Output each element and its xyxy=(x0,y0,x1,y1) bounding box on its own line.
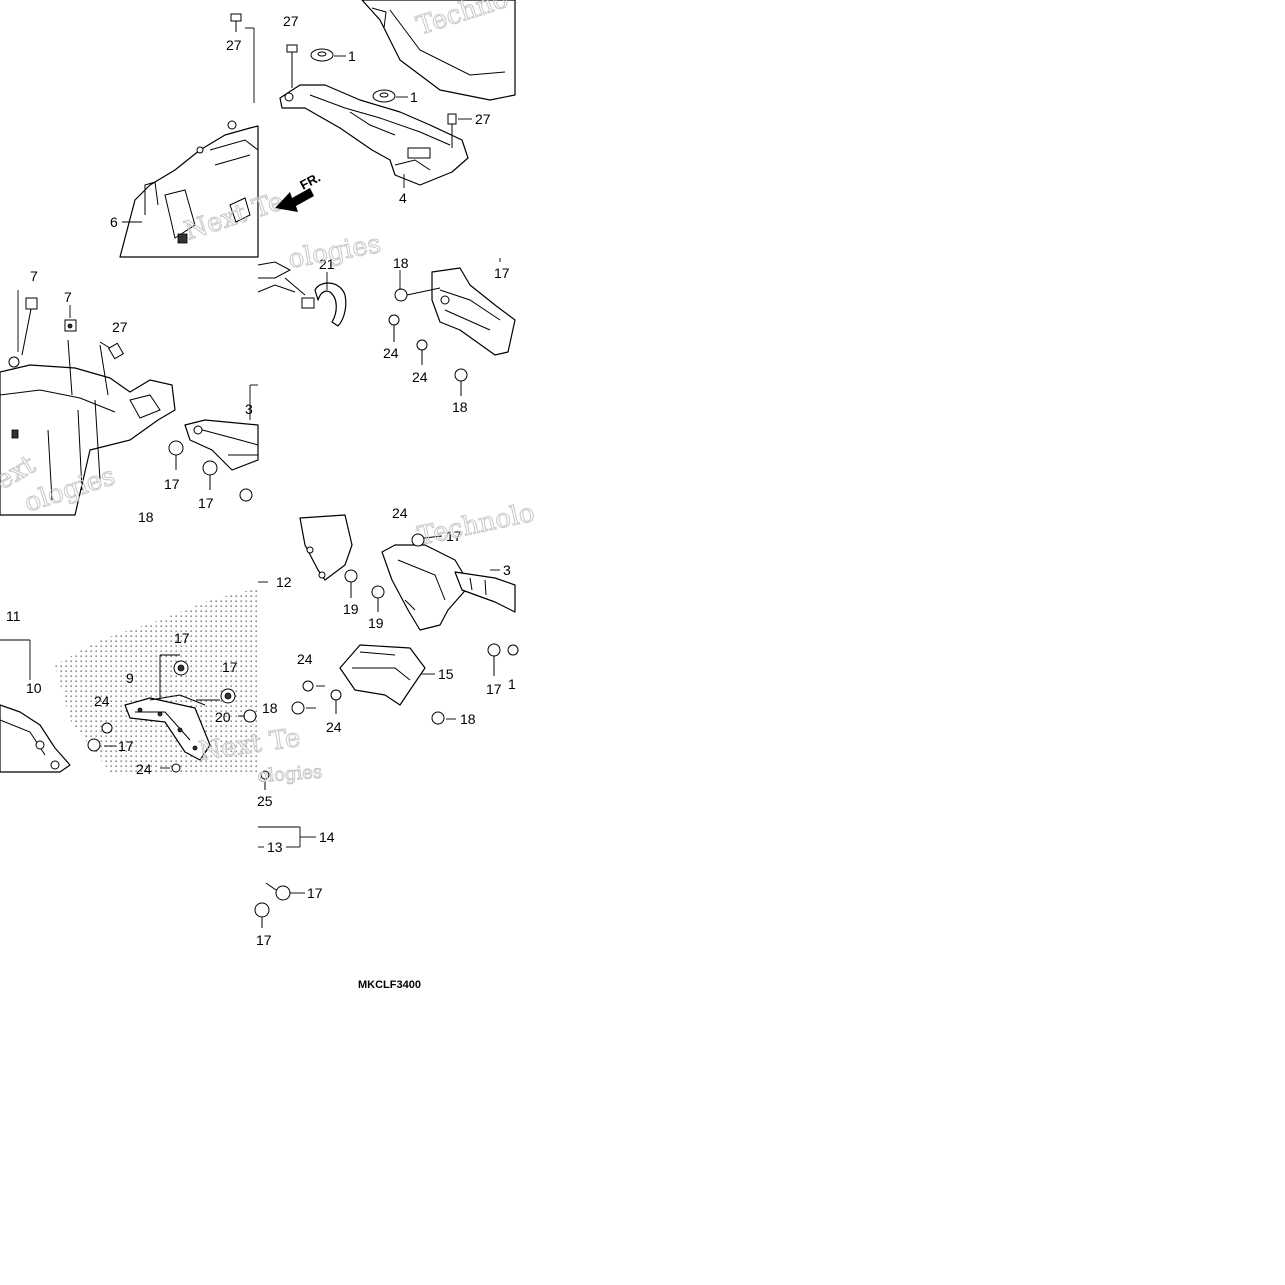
callout-24g: 24 xyxy=(326,719,342,735)
callout-18a: 18 xyxy=(393,255,409,271)
bolt-19b xyxy=(371,585,385,612)
rear-fender-10 xyxy=(0,704,71,773)
band-21 xyxy=(301,282,347,327)
callout-18b: 18 xyxy=(452,399,468,415)
callout-10: 10 xyxy=(26,680,42,696)
callout-24b: 24 xyxy=(412,369,428,385)
callout-18e: 18 xyxy=(460,711,476,727)
callout-27d: 27 xyxy=(112,319,128,335)
callout-19b: 19 xyxy=(368,615,384,631)
bolt-18-bc-b xyxy=(431,711,445,725)
callout-17i: 17 xyxy=(307,885,323,901)
callout-3b: 3 xyxy=(503,562,511,578)
bolt-17-bl-b xyxy=(220,688,236,704)
bolt-24-bc-b xyxy=(330,689,342,714)
callout-7a: 7 xyxy=(30,268,38,284)
callout-11: 11 xyxy=(6,608,21,624)
watermark-text: ologies xyxy=(257,762,323,787)
frame-bracket-4 xyxy=(279,84,469,186)
bolt-24-bl xyxy=(101,722,113,734)
callout-18d: 18 xyxy=(262,700,278,716)
callout-1c: 1 xyxy=(508,676,516,692)
bolt-24-bl-b xyxy=(171,763,181,773)
callout-4: 4 xyxy=(399,190,407,206)
callout-9: 9 xyxy=(126,670,134,686)
bolt-27-right xyxy=(447,113,457,148)
washer-1b xyxy=(372,89,396,103)
callout-17g: 17 xyxy=(446,528,462,544)
callout-27b: 27 xyxy=(283,13,299,29)
side-cover-left xyxy=(299,514,353,581)
callout-27c: 27 xyxy=(475,111,491,127)
callout-24d: 24 xyxy=(136,761,152,777)
clip-7a xyxy=(21,297,38,356)
rear-cowl-top xyxy=(361,0,516,101)
callout-17a: 17 xyxy=(494,265,510,281)
bolt-18-bc-a xyxy=(291,701,305,715)
bolt-17-bl-a xyxy=(173,660,189,676)
front-marker: FR. xyxy=(297,170,323,193)
side-cover-right xyxy=(381,544,516,631)
rear-fender-assembly xyxy=(0,339,176,516)
callout-24e: 24 xyxy=(392,505,408,521)
bolt-27-top xyxy=(286,44,298,88)
callout-12: 12 xyxy=(276,574,292,590)
callout-3a: 3 xyxy=(245,401,253,417)
callout-25: 25 xyxy=(257,793,273,809)
callout-19a: 19 xyxy=(343,601,359,617)
watermark-text: Technolo xyxy=(415,498,537,552)
callout-7b: 7 xyxy=(64,289,72,305)
nut-20 xyxy=(243,709,257,723)
callout-6: 6 xyxy=(110,214,118,230)
seat-lock-cable-area xyxy=(257,261,306,296)
clip-7b xyxy=(64,319,77,332)
bolt-24-bc-a xyxy=(302,680,314,692)
bolt-18-center-a xyxy=(394,287,441,302)
side-cover-17 xyxy=(431,267,516,356)
callout-14: 14 xyxy=(319,829,335,845)
washer-1a xyxy=(310,48,334,62)
fender-inner-panel xyxy=(119,120,259,258)
callout-17b: 17 xyxy=(164,476,180,492)
bolt-18-center-b xyxy=(454,368,468,396)
bolt-25 xyxy=(260,770,270,790)
callout-18c: 18 xyxy=(138,509,154,525)
bolt-17-low-a xyxy=(265,882,291,901)
bolt-17-mid-b xyxy=(202,460,218,490)
bolt-24-center-b xyxy=(416,339,428,365)
callout-24f: 24 xyxy=(297,651,313,667)
bolt-18-mid xyxy=(239,488,253,502)
front-arrow-icon xyxy=(275,188,314,212)
diagram-code: MKCLF3400 xyxy=(358,979,421,991)
license-light-bracket-9 xyxy=(124,694,211,761)
bolt-17-bc-mid xyxy=(487,643,501,676)
callout-17h: 17 xyxy=(486,681,502,697)
bolt-17-bc-top xyxy=(411,533,443,547)
bolt-27-mid xyxy=(99,341,125,360)
grab-rail-cover xyxy=(184,419,259,471)
callout-24a: 24 xyxy=(383,345,399,361)
undercover-15 xyxy=(339,644,426,706)
bolt-27-topleft xyxy=(230,13,242,32)
callout-24c: 24 xyxy=(94,693,110,709)
bolt-17-bl-c xyxy=(87,738,101,752)
callout-20: 20 xyxy=(215,709,231,725)
callout-21: 21 xyxy=(319,256,335,272)
callout-17j: 17 xyxy=(256,932,272,948)
callout-17e: 17 xyxy=(222,659,238,675)
callout-17f: 17 xyxy=(118,738,134,754)
bolt-17-mid-a xyxy=(168,440,184,470)
callout-1a: 1 xyxy=(348,48,356,64)
callout-17c: 17 xyxy=(198,495,214,511)
bolt-24-center-a xyxy=(388,314,400,342)
callout-15: 15 xyxy=(438,666,454,682)
callout-1b: 1 xyxy=(410,89,418,105)
bolt-1-bc xyxy=(507,644,519,656)
callout-17d: 17 xyxy=(174,630,190,646)
callout-27a: 27 xyxy=(226,37,242,53)
bolt-17-low-b xyxy=(254,902,270,928)
bolt-19a xyxy=(344,569,358,598)
callout-13: 13 xyxy=(267,839,283,855)
